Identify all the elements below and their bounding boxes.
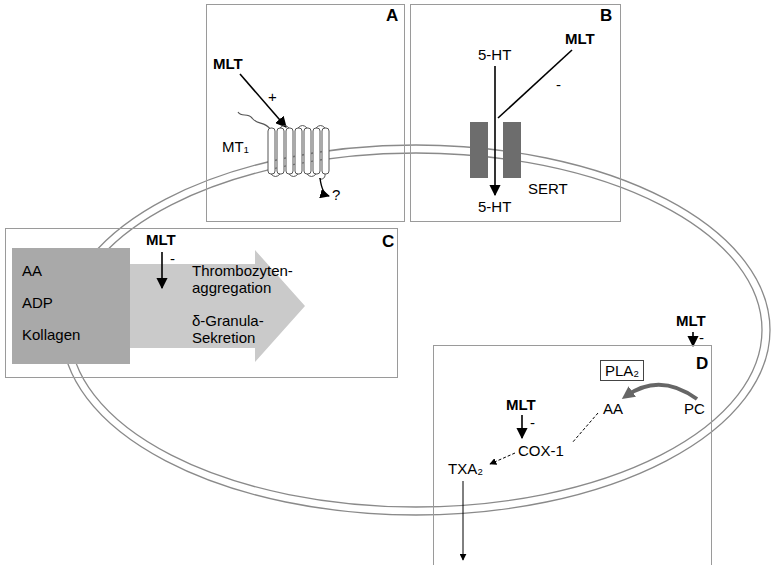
- molecule-label: 5-HT: [478, 198, 511, 215]
- molecule-label: MLT: [676, 312, 706, 329]
- effect-sign: -: [170, 250, 175, 267]
- molecule-label: 5-HT: [478, 46, 511, 63]
- agonist-label: AA: [22, 262, 42, 279]
- signal-arrow: [320, 178, 329, 196]
- enzyme-name: PLA₂: [605, 362, 639, 379]
- receptor-helix: [286, 128, 293, 174]
- effect-sign: -: [530, 414, 535, 431]
- release-arrow: [463, 481, 464, 560]
- receptor-helix: [313, 128, 320, 174]
- panel-box: B 5-HT MLT - SERT 5-HT: [410, 4, 621, 222]
- panel-letter: C: [382, 232, 394, 252]
- receptor-helix: [268, 128, 275, 174]
- pathway-dashed: [490, 453, 515, 464]
- receptor-loop: [307, 174, 316, 177]
- effect-sign: -: [556, 76, 561, 93]
- effect-text: δ-Granula- Sekretion: [192, 312, 310, 347]
- panel-box: C MLT -Thrombozyten- aggregation δ-Granula-…: [5, 228, 398, 378]
- panel-letter: A: [386, 6, 398, 26]
- receptor-loop: [289, 174, 298, 177]
- agonist-label: ADP: [22, 294, 53, 311]
- receptor-n-terminus: [238, 112, 271, 130]
- pla2-reaction-arrow: [626, 385, 697, 399]
- enzyme-name: COX-1: [518, 442, 564, 459]
- molecule-label: MLT: [213, 55, 243, 72]
- transporter-subunit: [503, 122, 521, 178]
- molecule-label: MLT: [506, 396, 536, 413]
- uptake-arrow: [494, 66, 496, 195]
- effect-sign: +: [268, 88, 277, 105]
- receptor-loop: [271, 174, 280, 177]
- agonist-label: Kollagen: [22, 326, 80, 343]
- panel-letter: B: [600, 6, 612, 26]
- panel-box: D MLT- COX-1TXA₂ AA PC PLA₂: [433, 345, 712, 565]
- receptor-loop: [280, 126, 289, 129]
- platelet-membrane-inner: [70, 153, 762, 507]
- panel-box: A MLT + MT₁?: [206, 4, 405, 222]
- inhibition-arrow: [521, 415, 523, 438]
- inhibition-arrow: [161, 252, 163, 288]
- enzyme-box: PLA₂: [600, 360, 644, 381]
- molecule-label: MLT: [565, 30, 595, 47]
- receptor-helices: [268, 126, 329, 180]
- activation-arrow: [240, 74, 286, 127]
- molecule-label: MLT: [146, 231, 176, 248]
- receptor-name: MT₁: [222, 138, 249, 155]
- effect-sign: -: [699, 329, 704, 346]
- panel-letter: D: [696, 354, 708, 374]
- agonist-block: [12, 248, 130, 364]
- transporter-subunit: [470, 122, 488, 178]
- stimulus-arrow-body: [122, 250, 305, 362]
- pathway-dashed: [572, 413, 598, 443]
- molecule-label: TXA₂: [448, 460, 483, 477]
- receptor-helix: [295, 128, 302, 174]
- platelet-membrane-outer: [62, 145, 770, 515]
- effect-text: Thrombozyten- aggregation: [192, 262, 310, 297]
- inhibition-arrow: [692, 332, 694, 346]
- molecule-label: AA: [603, 400, 623, 417]
- unknown-signal: ?: [332, 186, 340, 203]
- transporter-name: SERT: [528, 180, 568, 197]
- receptor-helix: [277, 128, 284, 174]
- molecule-label: PC: [684, 400, 705, 417]
- receptor-loop: [298, 126, 307, 129]
- receptor-loop: [316, 126, 325, 129]
- receptor-helix: [304, 128, 311, 174]
- receptor-helix: [322, 128, 329, 174]
